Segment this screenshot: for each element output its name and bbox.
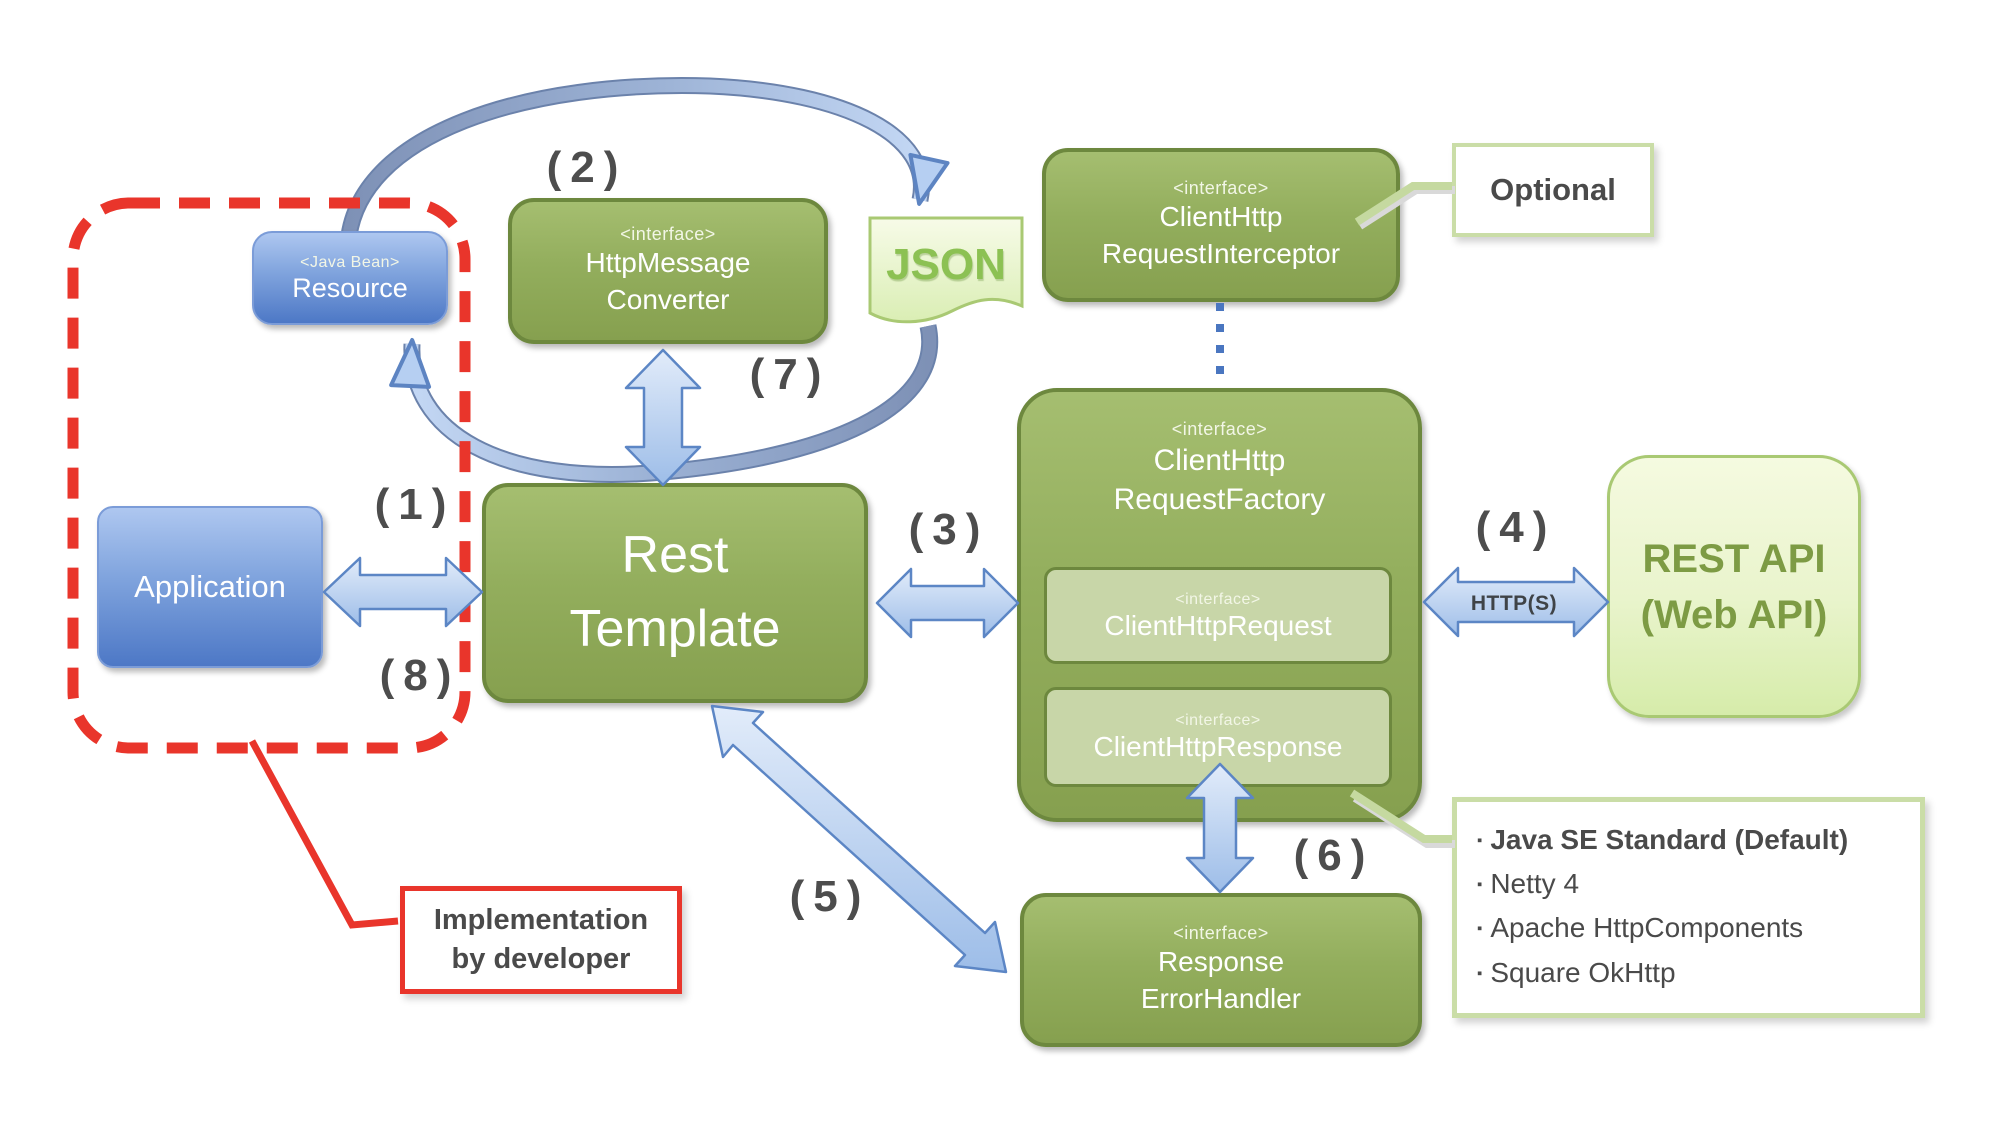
implementation-note-line1: Implementation (433, 903, 649, 936)
list-item-text: Square OkHttp (1490, 956, 1676, 988)
step-label-3: (3) (908, 505, 990, 554)
step-label-4: (4) (1475, 503, 1557, 552)
error-handler-label-line1: Response (1157, 946, 1285, 978)
client-http-request-box: <interface> ClientHttpRequest (1044, 567, 1392, 664)
list-item-text: Java SE Standard (Default) (1490, 824, 1849, 855)
client-http-request-label: ClientHttpRequest (1104, 609, 1332, 641)
bullet-icon: ▪ (1477, 964, 1483, 982)
factory-stereotype: <interface> (1171, 419, 1268, 439)
optional-label: Optional (1490, 172, 1616, 207)
optional-callout: Optional (1452, 143, 1654, 237)
step-label-6: (6) (1293, 831, 1375, 880)
http-protocol-label: HTTP(S) (1470, 592, 1558, 615)
client-http-request-interceptor-box: <interface> ClientHttp RequestIntercepto… (1042, 148, 1400, 302)
unmarshal-arc-arrow (389, 324, 937, 481)
interceptor-stereotype: <interface> (1173, 177, 1269, 198)
application-box: Application (97, 506, 323, 668)
application-label: Application (134, 569, 286, 604)
implementation-note-line2: by developer (451, 943, 631, 975)
list-item-text: Netty 4 (1490, 868, 1580, 900)
client-http-response-stereotype: <interface> (1175, 712, 1261, 729)
step-label-1: (1) (374, 480, 456, 529)
factory-label-line1: ClientHttp (1153, 443, 1286, 477)
json-label: JSON (886, 240, 1006, 289)
rest-template-box: Rest Template (482, 483, 868, 703)
interceptor-label-line2: RequestInterceptor (1101, 238, 1341, 270)
client-http-response-label: ClientHttpResponse (1093, 731, 1343, 762)
step-label-7: (7) (749, 350, 831, 399)
bullet-icon: ▪ (1477, 920, 1483, 938)
step-label-5: (5) (789, 872, 871, 921)
rest-api-box: REST API (Web API) (1607, 455, 1861, 718)
json-document-shape (868, 216, 1024, 324)
http-message-converter-label-line2: Converter (606, 284, 730, 316)
http-message-converter-stereotype: <interface> (620, 223, 716, 244)
bullet-icon: ▪ (1477, 832, 1483, 849)
rest-api-label-line1: REST API (1642, 536, 1826, 581)
step-label-8: (8) (379, 651, 461, 700)
list-item: ▪ Apache HttpComponents (1477, 906, 1910, 950)
http-message-converter-label-line1: HttpMessage (585, 247, 751, 279)
error-handler-label-line2: ErrorHandler (1140, 983, 1302, 1015)
factory-label-line2: RequestFactory (1113, 483, 1326, 517)
http-message-converter-box: <interface> HttpMessage Converter (508, 198, 828, 344)
client-http-response-box: <interface> ClientHttpResponse (1044, 687, 1392, 787)
json-document-icon: JSON (866, 214, 1026, 334)
resource-label: Resource (292, 272, 408, 303)
request-factory-implementations-list: ▪ Java SE Standard (Default) ▪ Netty 4 ▪ Apac… (1452, 797, 1925, 1018)
resource-box: <Java Bean> Resource (252, 231, 448, 325)
rest-template-label-line1: Rest (621, 526, 729, 585)
error-handler-stereotype: <interface> (1173, 922, 1269, 943)
list-item: ▪ Square OkHttp (1477, 951, 1910, 995)
resource-stereotype: <Java Bean> (300, 253, 400, 271)
rest-api-label-line2: (Web API) (1640, 592, 1828, 637)
bullet-icon: ▪ (1477, 876, 1483, 894)
step-label-2: (2) (546, 143, 628, 192)
marshal-arc-arrow (341, 79, 950, 246)
client-http-request-factory-box: <interface> ClientHttp RequestFactory <i… (1017, 388, 1422, 822)
response-error-handler-box: <interface> Response ErrorHandler (1020, 893, 1422, 1047)
list-item: ▪ Netty 4 (1477, 862, 1910, 906)
rest-template-label-line2: Template (569, 600, 781, 658)
implementation-note-box: Implementation by developer (400, 886, 682, 994)
list-item-text: Apache HttpComponents (1490, 912, 1804, 944)
interceptor-label-line1: ClientHttp (1159, 201, 1283, 233)
list-item: ▪ Java SE Standard (Default) (1477, 818, 1910, 862)
client-http-request-stereotype: <interface> (1175, 590, 1261, 608)
